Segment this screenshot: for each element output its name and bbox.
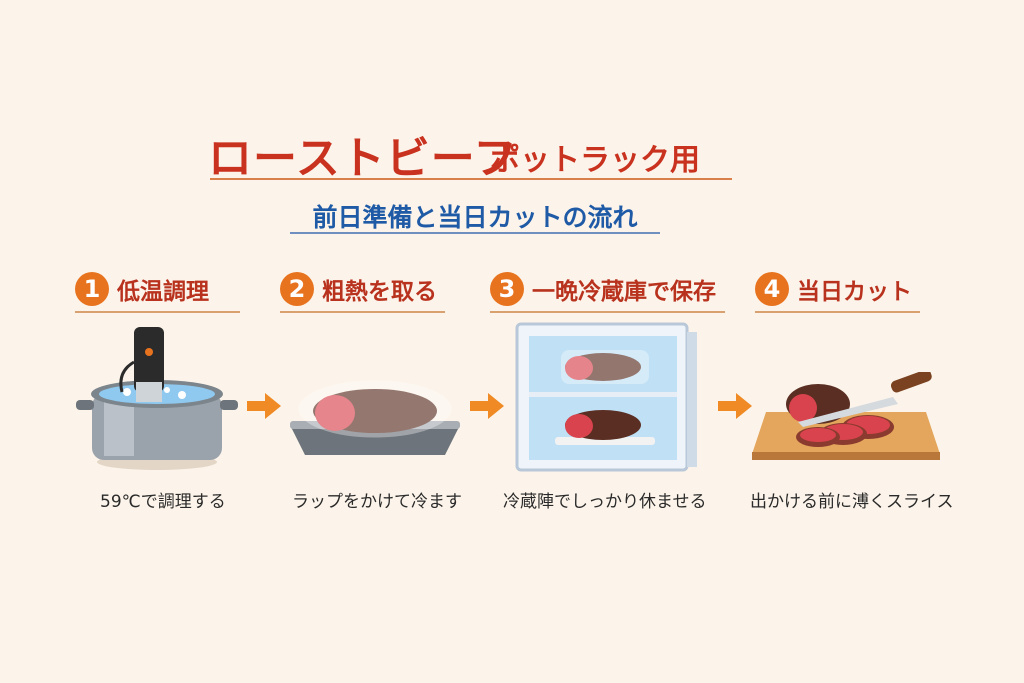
step-4-caption: 出かける前に溥くスライス (750, 492, 954, 512)
step-3-caption: 冷蔵陣でしっかり休ませる (503, 492, 707, 512)
step-underline (75, 311, 240, 313)
wrapped-beef-tray-icon (290, 380, 460, 455)
subtitle-underline (290, 232, 660, 234)
refrigerator-icon (515, 322, 697, 472)
arrow-right-icon (470, 393, 504, 419)
sous-vide-pot-icon (76, 327, 238, 470)
step-number: 3 (490, 272, 524, 306)
step-label: 一晩冷蔵庫で保存 (532, 279, 716, 305)
step-underline (490, 311, 725, 313)
step-4-header: 4 当日カット (755, 272, 912, 306)
arrow-right-icon (718, 393, 752, 419)
step-number: 1 (75, 272, 109, 306)
subtitle: 前日準備と当日カットの流れ (312, 203, 638, 232)
title-underline (210, 178, 732, 180)
step-2-header: 2 粗熱を取る (280, 272, 437, 306)
title-sub: ポットラック用 (490, 143, 700, 178)
step-number: 4 (755, 272, 789, 306)
step-1-header: 1 低温調理 (75, 272, 209, 306)
sliced-beef-board-icon (752, 372, 940, 460)
step-2-caption: ラップをかけて冷ます (292, 492, 462, 512)
step-label: 低温調理 (117, 279, 209, 305)
step-underline (755, 311, 920, 313)
step-number: 2 (280, 272, 314, 306)
step-1-caption: 59℃で調理する (100, 492, 226, 512)
step-3-header: 3 一晩冷蔵庫で保存 (490, 272, 716, 306)
title-main: ローストビーフ (208, 133, 519, 184)
step-label: 当日カット (797, 279, 912, 305)
step-label: 粗熱を取る (322, 279, 437, 305)
arrow-right-icon (247, 393, 281, 419)
step-underline (280, 311, 445, 313)
